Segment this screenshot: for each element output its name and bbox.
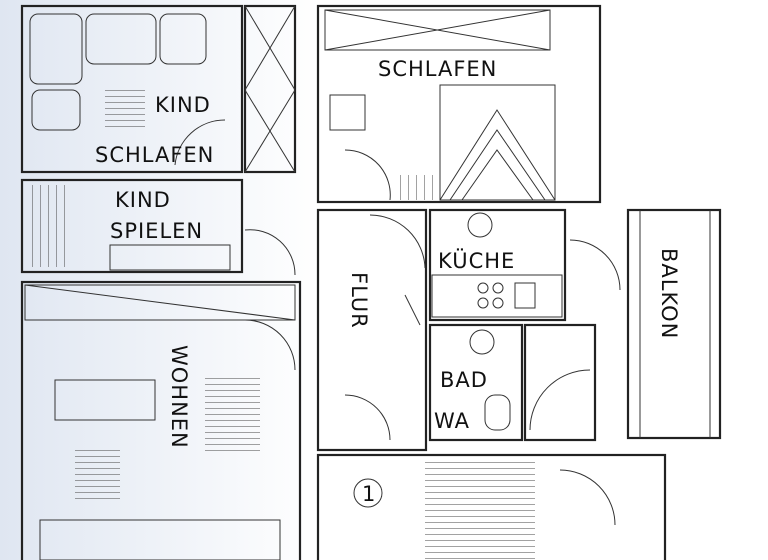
room-balkon [626,208,722,440]
stairwell [316,453,667,560]
label-flur: FLUR [347,272,371,329]
stair-number: 1 [362,482,376,506]
room-kueche [428,208,621,322]
label-balkon: BALKON [657,248,681,339]
label-kind-schlafen-2: SCHLAFEN [95,143,214,167]
room-kind-spielen [20,178,296,276]
label-bad: BAD [440,368,488,392]
label-kind-spielen-2: SPIELEN [110,219,203,243]
label-schlafen: SCHLAFEN [378,57,497,81]
label-wc: WA [434,409,470,433]
label-kind-spielen-1: KIND [115,188,171,212]
room-wohnen [20,280,302,560]
label-kueche: KÜCHE [438,248,515,273]
label-wohnen: WOHNEN [167,345,191,449]
room-bad [428,323,597,442]
room-flur [316,208,428,452]
room-schlafen [316,4,602,204]
label-kind-schlafen-1: KIND [155,93,211,117]
room-kind-schlafen [20,4,297,174]
